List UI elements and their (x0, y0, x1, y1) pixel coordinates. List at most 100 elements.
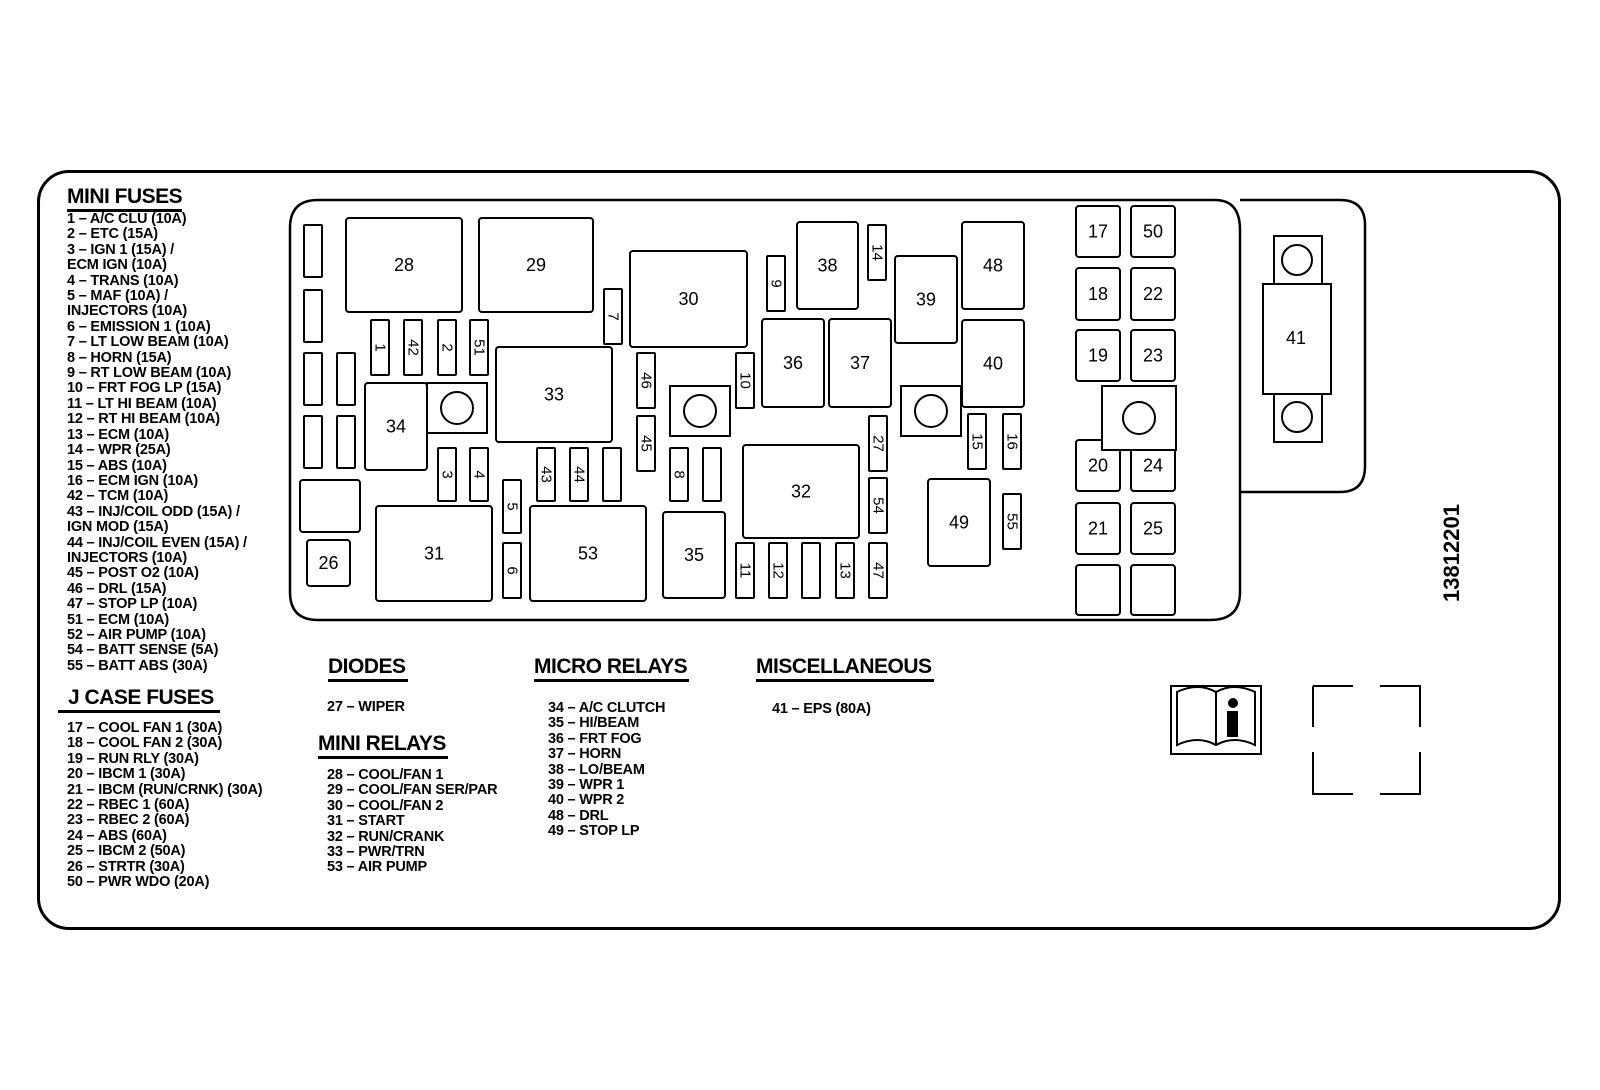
label-45: 45 (638, 435, 655, 452)
fuse-16 (1002, 413, 1022, 470)
relay-28 (345, 217, 463, 313)
label-3: 3 (439, 470, 456, 478)
list-item: 40 – WPR 2 (548, 792, 625, 809)
list-item: 29 – COOL/FAN SER/PAR (327, 782, 498, 799)
label-placeholder-frame (1312, 685, 1421, 795)
label-50: 50 (1143, 222, 1163, 242)
fuse-11 (735, 542, 755, 599)
blank-slot (801, 542, 821, 599)
list-item: 16 – ECM IGN (10A) (67, 472, 198, 489)
label-53: 53 (578, 544, 598, 564)
relay-21 (1075, 502, 1121, 555)
relay-23 (1130, 329, 1176, 382)
list-item: 28 – COOL/FAN 1 (327, 767, 444, 783)
mounting-bolt (683, 394, 717, 428)
fuse-46 (636, 352, 656, 409)
list-item: 48 – DRL (548, 807, 609, 824)
list-item: 53 – AIR PUMP (327, 859, 428, 876)
relay-39 (894, 255, 958, 344)
fuse-14 (867, 224, 887, 281)
label-37: 37 (850, 353, 870, 373)
label-10: 10 (737, 372, 754, 389)
fuse-54 (868, 477, 888, 534)
label-41: 41 (1286, 328, 1306, 348)
label-27: 27 (870, 435, 887, 452)
relay-40 (961, 319, 1025, 408)
label-31: 31 (424, 544, 444, 564)
label-47: 47 (870, 562, 887, 579)
relay-31 (375, 505, 493, 602)
blank-slot (303, 224, 323, 278)
list-item: 2 – ETC (15A) (67, 226, 158, 243)
list-item: 34 – A/C CLUTCH (548, 700, 666, 716)
label-11: 11 (737, 563, 754, 579)
list-item: INJECTORS (10A) (67, 549, 188, 566)
list-item: 55 – BATT ABS (30A) (67, 657, 208, 674)
list-item: 4 – TRANS (10A) (67, 272, 179, 289)
blank-slot (303, 415, 323, 469)
fuse-55 (1002, 493, 1022, 550)
fuse-9 (766, 255, 786, 312)
label-32: 32 (791, 482, 811, 502)
fuse-4 (469, 447, 489, 502)
blank-slot (1130, 564, 1176, 616)
right-housing-outline (1240, 198, 1367, 494)
blank-slot (299, 479, 361, 533)
label-2: 2 (439, 343, 456, 351)
label-28: 28 (394, 255, 414, 275)
label-24: 24 (1143, 456, 1163, 476)
label-14: 14 (869, 244, 886, 261)
list-item: 15 – ABS (10A) (67, 457, 167, 474)
relay-50 (1130, 205, 1176, 258)
relay-37 (828, 318, 892, 408)
relay-30 (629, 250, 748, 348)
list-item: 30 – COOL/FAN 2 (327, 797, 444, 814)
label-4: 4 (471, 470, 488, 478)
list-item: 1 – A/C CLU (10A) (67, 211, 187, 227)
label-18: 18 (1088, 284, 1108, 304)
fuse-10 (735, 352, 755, 409)
fuse-47 (868, 542, 888, 599)
micro-relays-heading: MICRO RELAYS (534, 656, 690, 682)
fuse-block-panel (37, 170, 1561, 930)
fuse-42 (403, 319, 423, 376)
label-43: 43 (538, 466, 555, 483)
list-item: 50 – PWR WDO (20A) (67, 874, 210, 891)
label-29: 29 (526, 255, 546, 275)
fuse-8 (669, 447, 689, 502)
mini-relays-heading: MINI RELAYS (318, 733, 448, 759)
relay-19 (1075, 329, 1121, 382)
list-item: 5 – MAF (10A) / (67, 288, 168, 305)
blank-slot (602, 447, 622, 502)
blank-slot (303, 289, 323, 343)
label-44: 44 (571, 466, 588, 483)
relay-18 (1075, 267, 1121, 321)
label-23: 23 (1143, 346, 1163, 366)
label-19: 19 (1088, 346, 1108, 366)
label-30: 30 (678, 289, 698, 309)
fuse-13 (835, 542, 855, 599)
j-case-fuses-list: 17 – COOL FAN 1 (30A)18 – COOL FAN 2 (30… (67, 720, 263, 891)
label-55: 55 (1004, 513, 1021, 530)
list-item: 37 – HORN (548, 746, 622, 763)
list-item: 9 – RT LOW BEAM (10A) (67, 365, 232, 382)
label-40: 40 (983, 354, 1003, 374)
relay-25 (1130, 502, 1176, 555)
label-1: 1 (372, 343, 389, 351)
label-7: 7 (605, 312, 622, 320)
relay-35 (662, 511, 726, 599)
label-21: 21 (1088, 519, 1108, 539)
label-33: 33 (544, 385, 564, 405)
list-item: 23 – RBEC 2 (60A) (67, 812, 190, 829)
fuse-5 (502, 479, 522, 534)
list-item: 45 – POST O2 (10A) (67, 565, 199, 582)
list-item: 44 – INJ/COIL EVEN (15A) / (67, 534, 247, 551)
mounting-bolt (1122, 401, 1156, 435)
fuse-1 (370, 319, 390, 376)
list-item: 8 – HORN (15A) (67, 349, 172, 366)
label-36: 36 (783, 353, 803, 373)
label-46: 46 (638, 372, 655, 389)
list-item: 42 – TCM (10A) (67, 488, 169, 505)
label-20: 20 (1088, 456, 1108, 476)
blank-slot (303, 352, 323, 406)
